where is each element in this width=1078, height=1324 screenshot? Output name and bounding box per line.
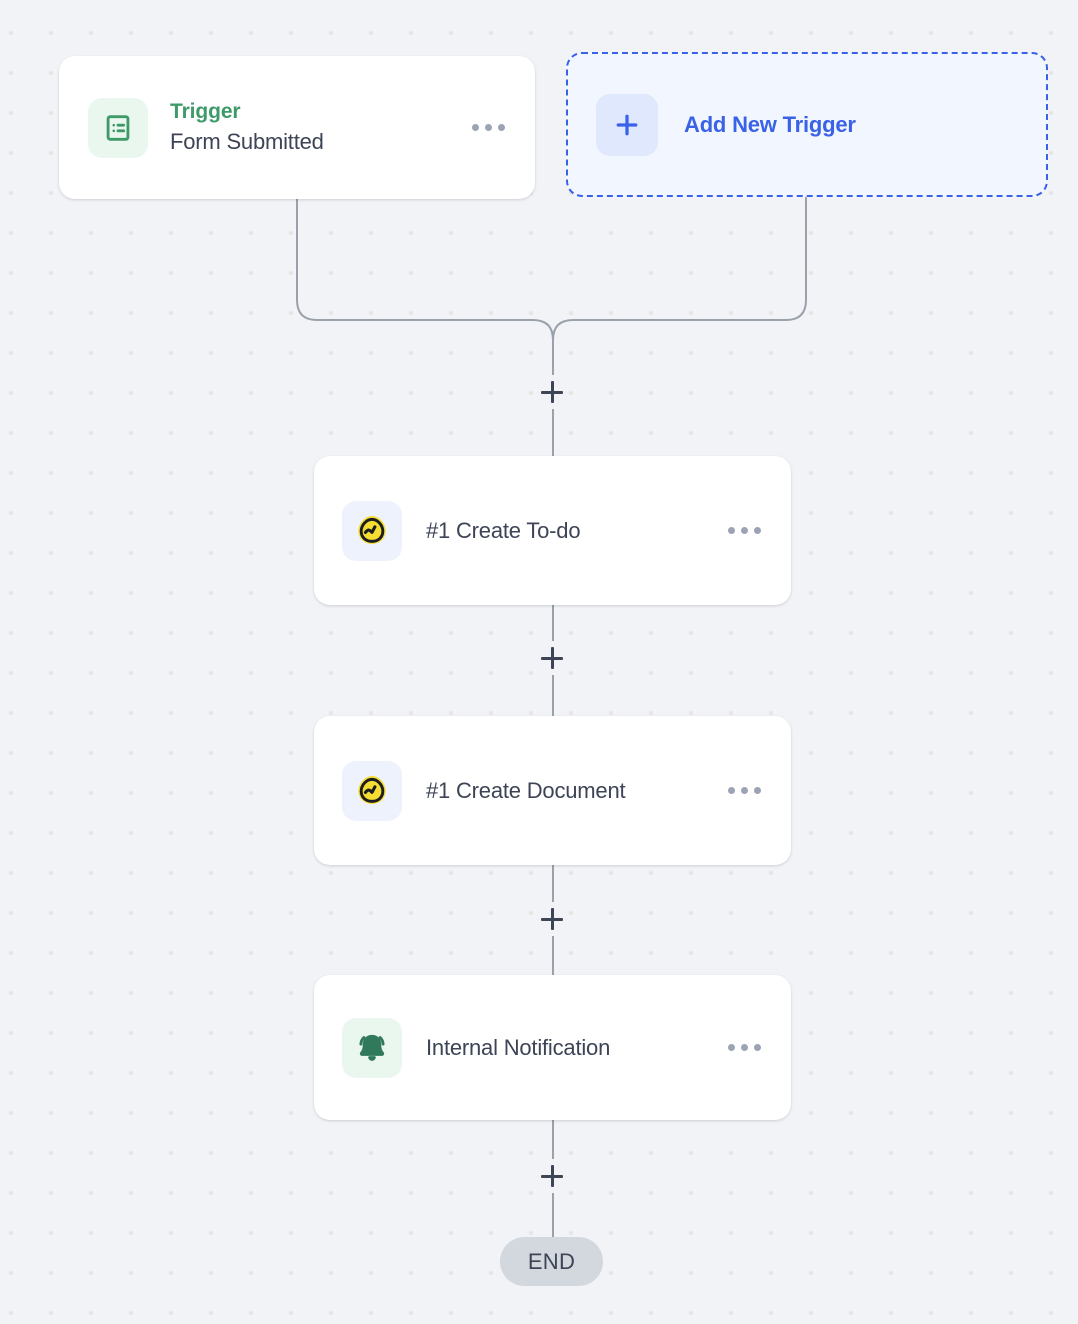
wire-addtrigger-to-merge bbox=[552, 197, 807, 375]
add-step-plus-icon[interactable] bbox=[535, 902, 569, 936]
kebab-menu-icon[interactable] bbox=[468, 114, 509, 141]
basecamp-logo-icon bbox=[342, 760, 402, 821]
trigger-node-title: Form Submitted bbox=[170, 128, 324, 154]
step-node-create-document[interactable]: #1 Create Document bbox=[314, 716, 791, 865]
wire-trigger-to-merge bbox=[296, 199, 554, 375]
step-node-title: #1 Create Document bbox=[426, 777, 626, 803]
clipboard-list-icon bbox=[88, 97, 148, 158]
trigger-node[interactable]: Trigger Form Submitted bbox=[59, 56, 535, 199]
step-node-body: #1 Create To-do bbox=[426, 518, 700, 544]
add-new-trigger-button[interactable]: Add New Trigger bbox=[566, 52, 1048, 197]
step-node-create-todo[interactable]: #1 Create To-do bbox=[314, 456, 791, 605]
end-badge: END bbox=[500, 1237, 603, 1286]
add-step-plus-icon[interactable] bbox=[535, 1159, 569, 1193]
plus-icon bbox=[596, 93, 658, 156]
bell-ringing-icon bbox=[342, 1017, 402, 1078]
step-node-body: #1 Create Document bbox=[426, 778, 700, 804]
basecamp-logo-icon bbox=[342, 500, 402, 561]
end-badge-label: END bbox=[527, 1248, 576, 1274]
kebab-menu-icon[interactable] bbox=[724, 1034, 765, 1061]
add-step-plus-icon[interactable] bbox=[535, 641, 569, 675]
step-node-title: #1 Create To-do bbox=[426, 517, 581, 543]
kebab-menu-icon[interactable] bbox=[724, 777, 765, 804]
kebab-menu-icon[interactable] bbox=[724, 517, 765, 544]
step-node-body: Internal Notification bbox=[426, 1035, 700, 1061]
add-step-plus-icon[interactable] bbox=[535, 375, 569, 409]
trigger-kicker: Trigger bbox=[170, 100, 241, 124]
add-new-trigger-label: Add New Trigger bbox=[684, 111, 856, 137]
step-node-internal-notification[interactable]: Internal Notification bbox=[314, 975, 791, 1120]
step-node-title: Internal Notification bbox=[426, 1034, 611, 1060]
trigger-node-body: Trigger Form Submitted bbox=[170, 98, 446, 156]
